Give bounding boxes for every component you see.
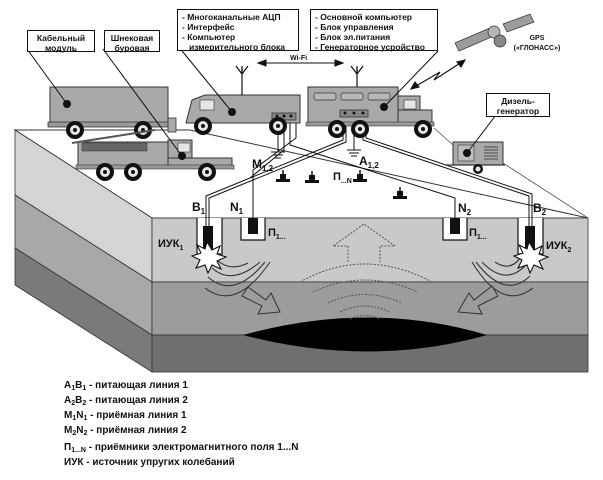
callout-diesel-generator: Дизель- генератор [486,93,550,117]
label-iuk2: ИУК2 [546,240,571,254]
reflected-wave-arrow [299,223,433,320]
label-p1-left: П1... [268,227,286,241]
label-m12: M1,2 [252,157,274,173]
ground-symbol-a12 [347,149,361,157]
main-truck [305,65,435,138]
gps-link-arrow [409,59,467,90]
generator-edge-line [502,162,589,219]
callout-cable-module: Кабельный модуль [27,30,95,53]
callout-auger-drill: Шнековая буровая [104,30,160,53]
legend: A1B1 - питающая линия 1 A2B2 - питающая л… [64,378,298,470]
wifi-label: Wi-Fi [290,55,307,62]
wifi-link-arrow [256,59,345,67]
glonass-label: («ГЛОНАСС») [514,45,561,52]
callout-main-unit: - Основной компьютер - Блок управления -… [310,9,438,52]
legend-row: A1B1 - питающая линия 1 [64,380,188,392]
satellite-icon [454,13,535,52]
legend-row: П1...N - приёмники электромагнитного пол… [64,442,299,454]
label-b2: B2 [533,201,547,217]
seismic-waves-left [204,259,271,297]
wave-direction-arrow-left [241,286,281,315]
legend-row: ИУК - источник упругих колебаний [64,457,235,468]
legend-row: A2B2 - питающая линия 2 [64,395,188,407]
anomaly-lens [243,317,487,352]
diesel-generator [445,141,505,174]
gps-label: GPS [530,35,545,42]
seismic-waves-right [471,257,534,297]
borehole-n2 [442,218,468,241]
legend-row: M1N1 - приёмная линия 1 [64,410,187,422]
wave-direction-arrow-right [457,285,499,315]
label-p1-right: П1... [469,227,487,241]
legend-row: M2N2 - приёмная линия 2 [64,425,187,437]
generator-cable [433,127,454,146]
label-iuk1: ИУК1 [158,238,183,252]
measuring-van [185,65,301,135]
label-a12: A1,2 [359,154,379,170]
borehole-n1 [240,218,266,241]
explosion-iuk1-icon [190,240,228,275]
cable-module-truck [47,86,177,139]
callout-leaders [26,45,497,157]
label-n1: N1 [230,200,244,216]
auger-drill-truck [71,129,235,181]
label-n2: N2 [458,201,472,217]
ground-symbol-m12 [271,151,285,159]
geological-block [13,129,589,373]
callout-measuring-block: - Многоканальные АЦП - Интерфейс - Компь… [177,9,299,52]
explosion-iuk2-icon [512,240,550,275]
label-pn: П...N [333,171,352,185]
label-b1: B1 [192,200,206,216]
